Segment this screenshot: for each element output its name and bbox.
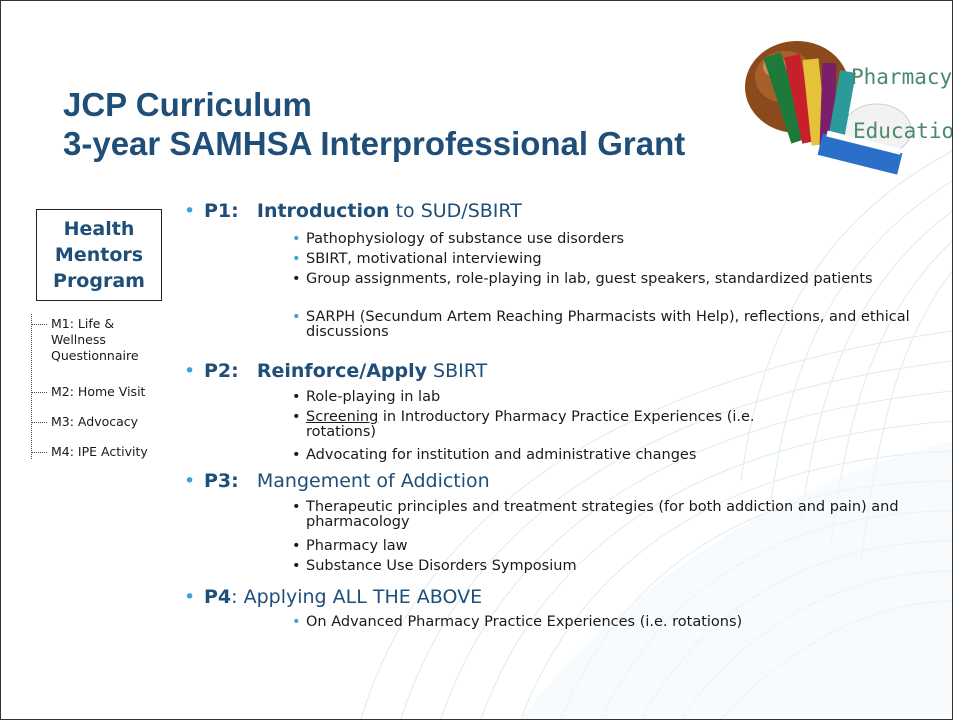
section-p4-heading: •P4: Applying ALL THE ABOVE <box>184 583 482 611</box>
p1-item: •Group assignments, role-playing in lab,… <box>292 271 873 287</box>
p3-item: •Pharmacy law <box>292 538 408 554</box>
slide-title: JCP Curriculum 3-year SAMHSA Interprofes… <box>63 85 685 163</box>
logo-text-line-2: Education <box>853 119 953 143</box>
p3-item: •Therapeutic principles and treatment st… <box>292 499 899 530</box>
pharmacy-education-logo: Pharmacy Education <box>727 15 953 187</box>
tree-connector-line <box>31 314 32 459</box>
section-p3-heading: •P3: Mangement of Addiction <box>184 467 490 495</box>
health-mentors-module-list: M1: Life & Wellness Questionnaire M2: Ho… <box>27 306 177 466</box>
module-item-m3: M3: Advocacy <box>31 414 181 430</box>
module-item-m1: M1: Life & Wellness Questionnaire <box>31 316 161 364</box>
p2-item: •Screening in Introductory Pharmacy Prac… <box>292 409 755 440</box>
p1-item: •SBIRT, motivational interviewing <box>292 251 542 267</box>
p1-item: •Pathophysiology of substance use disord… <box>292 231 625 247</box>
p2-item: •Advocating for institution and administ… <box>292 447 697 463</box>
logo-text-line-1: Pharmacy <box>851 65 953 89</box>
bullet-icon: • <box>184 200 196 222</box>
health-mentors-line-3: Program <box>53 270 145 292</box>
p3-item: •Substance Use Disorders Symposium <box>292 558 577 574</box>
p1-item: •SARPH (Secundum Artem Reaching Pharmaci… <box>292 309 910 340</box>
bullet-icon: • <box>184 360 196 382</box>
section-p1-heading: •P1: Introduction to SUD/SBIRT <box>184 197 522 225</box>
title-line-2: 3-year SAMHSA Interprofessional Grant <box>63 125 686 162</box>
bullet-icon: • <box>184 470 196 492</box>
module-item-m4: M4: IPE Activity <box>31 444 181 460</box>
title-line-1: JCP Curriculum <box>63 86 312 123</box>
module-item-m2: M2: Home Visit <box>31 384 181 400</box>
p2-item: •Role-playing in lab <box>292 389 441 405</box>
pill-bottle-books-icon <box>745 41 912 175</box>
p4-item: •On Advanced Pharmacy Practice Experienc… <box>292 614 743 630</box>
bullet-icon: • <box>184 586 196 608</box>
section-p2-heading: •P2: Reinforce/Apply SBIRT <box>184 357 487 385</box>
health-mentors-line-1: Health <box>63 218 135 240</box>
health-mentors-line-2: Mentors <box>54 244 144 266</box>
health-mentors-program-box: Health Mentors Program <box>36 209 162 301</box>
